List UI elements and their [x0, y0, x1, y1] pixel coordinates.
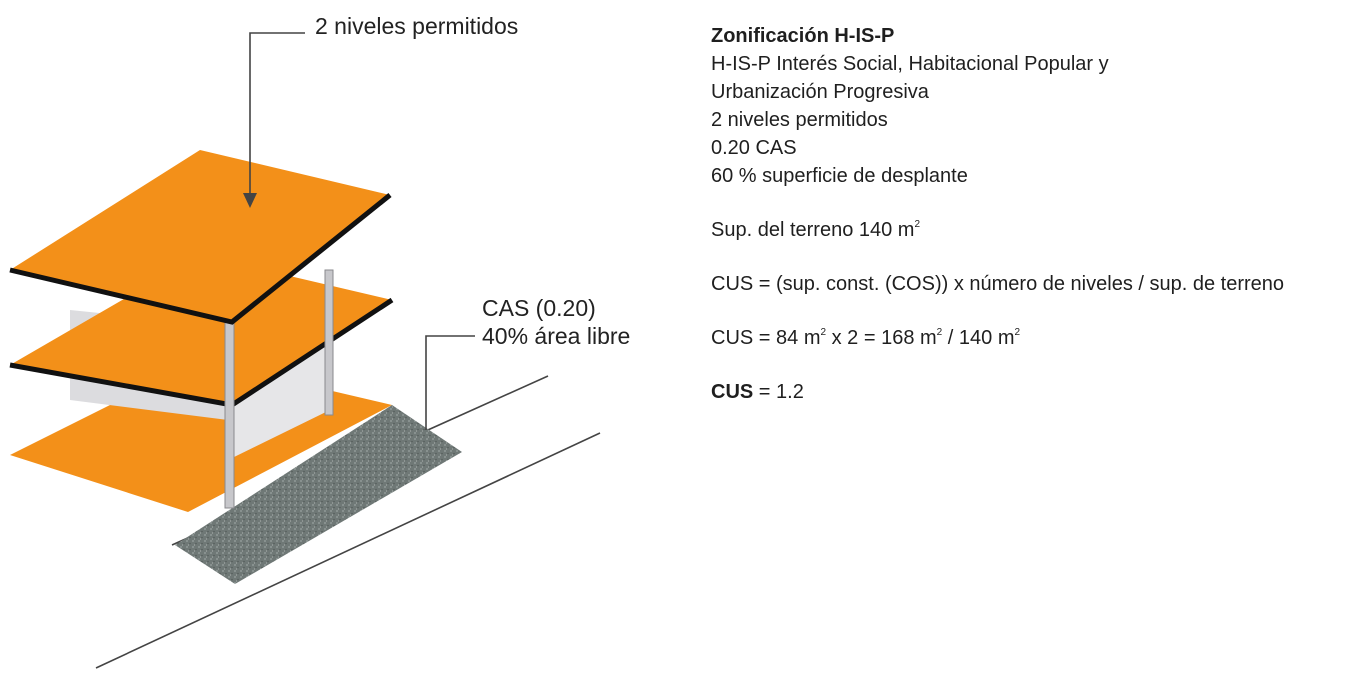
cus-result: CUS = 1.2	[711, 378, 1356, 406]
land-area: Sup. del terreno 140 m2	[711, 216, 1356, 244]
middle-slab	[10, 255, 392, 405]
cus-calc-mid2: / 140 m	[942, 327, 1015, 349]
cas-leader-line	[425, 335, 475, 430]
cas-value: 0.20 CAS	[711, 137, 797, 159]
land-area-exponent: 2	[914, 219, 921, 230]
cas-callout-label: CAS (0.20) 40% área libre	[482, 294, 630, 350]
building-diagram	[9, 32, 601, 669]
top-slab-edge	[9, 193, 392, 325]
zoning-description-line2: Urbanización Progresiva	[711, 81, 929, 103]
levels-callout-label: 2 niveles permitidos	[315, 13, 519, 39]
column-back	[324, 269, 334, 416]
free-area-40-percent	[175, 405, 462, 584]
cus-result-label: CUS	[711, 381, 754, 403]
cus-calc-mid: x 2 = 168 m	[826, 327, 937, 349]
zoning-description-line1: H-IS-P Interés Social, Habitacional Popu…	[711, 53, 1109, 75]
cus-calc-exp3: 2	[1014, 327, 1021, 338]
top-slab	[10, 150, 390, 322]
zoning-title: Zonificación H-IS-P	[711, 25, 895, 47]
zoning-info-panel: Zonificación H-IS-P H-IS-P Interés Socia…	[711, 22, 1356, 406]
cus-calc-exp2: 2	[936, 327, 943, 338]
levels-allowed: 2 niveles permitidos	[711, 109, 888, 131]
cus-calculation: CUS = 84 m2 x 2 = 168 m2 / 140 m2	[711, 324, 1356, 352]
cus-result-value: = 1.2	[753, 381, 804, 403]
levels-leader-line	[249, 32, 305, 200]
street-line-lower	[95, 432, 601, 669]
cus-calc-prefix: CUS = 84 m	[711, 327, 821, 349]
cas-callout-line2: 40% área libre	[482, 323, 631, 349]
footprint-percent: 60 % superficie de desplante	[711, 165, 968, 187]
cas-callout-line1: CAS (0.20)	[482, 295, 596, 321]
cus-calc-exp1: 2	[820, 327, 827, 338]
column-front	[224, 321, 235, 509]
land-area-text: Sup. del terreno 140 m	[711, 219, 915, 241]
cus-formula: CUS = (sup. const. (COS)) x número de ni…	[711, 273, 1285, 295]
arrow-down-icon	[243, 193, 257, 208]
